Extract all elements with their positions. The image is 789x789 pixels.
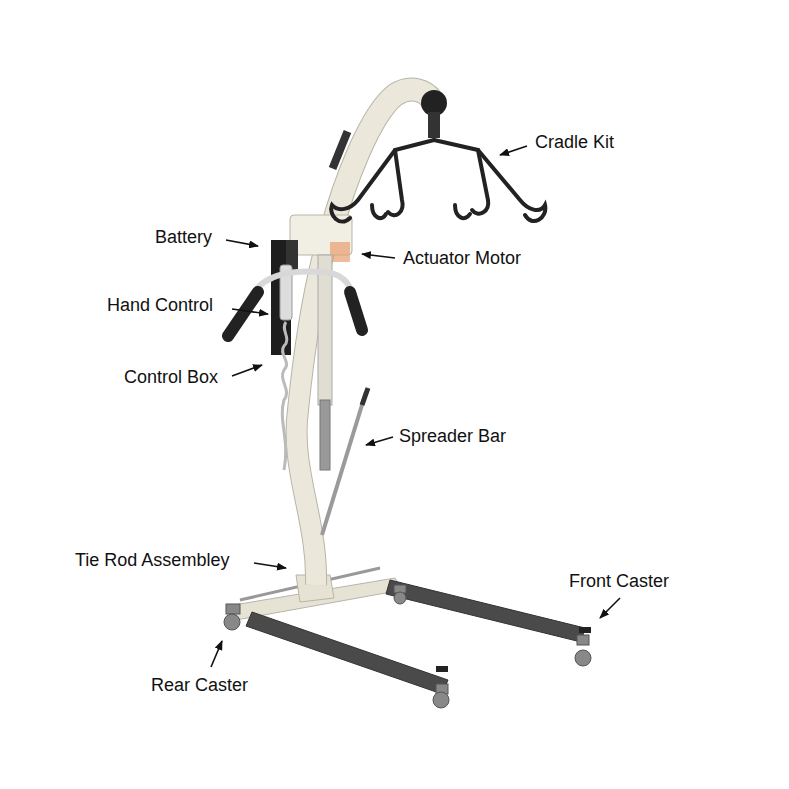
part-label: Tie Rod Assembley	[75, 549, 229, 571]
part-label: Control Box	[124, 366, 218, 388]
leader-arrows	[211, 146, 620, 667]
part-label: Actuator Motor	[403, 247, 521, 269]
part-label: Spreader Bar	[399, 425, 506, 447]
part-label: Rear Caster	[151, 674, 248, 696]
part-label: Cradle Kit	[535, 131, 614, 153]
part-label: Front Caster	[569, 570, 669, 592]
part-label: Hand Control	[107, 294, 213, 316]
part-label: Battery	[155, 226, 212, 248]
